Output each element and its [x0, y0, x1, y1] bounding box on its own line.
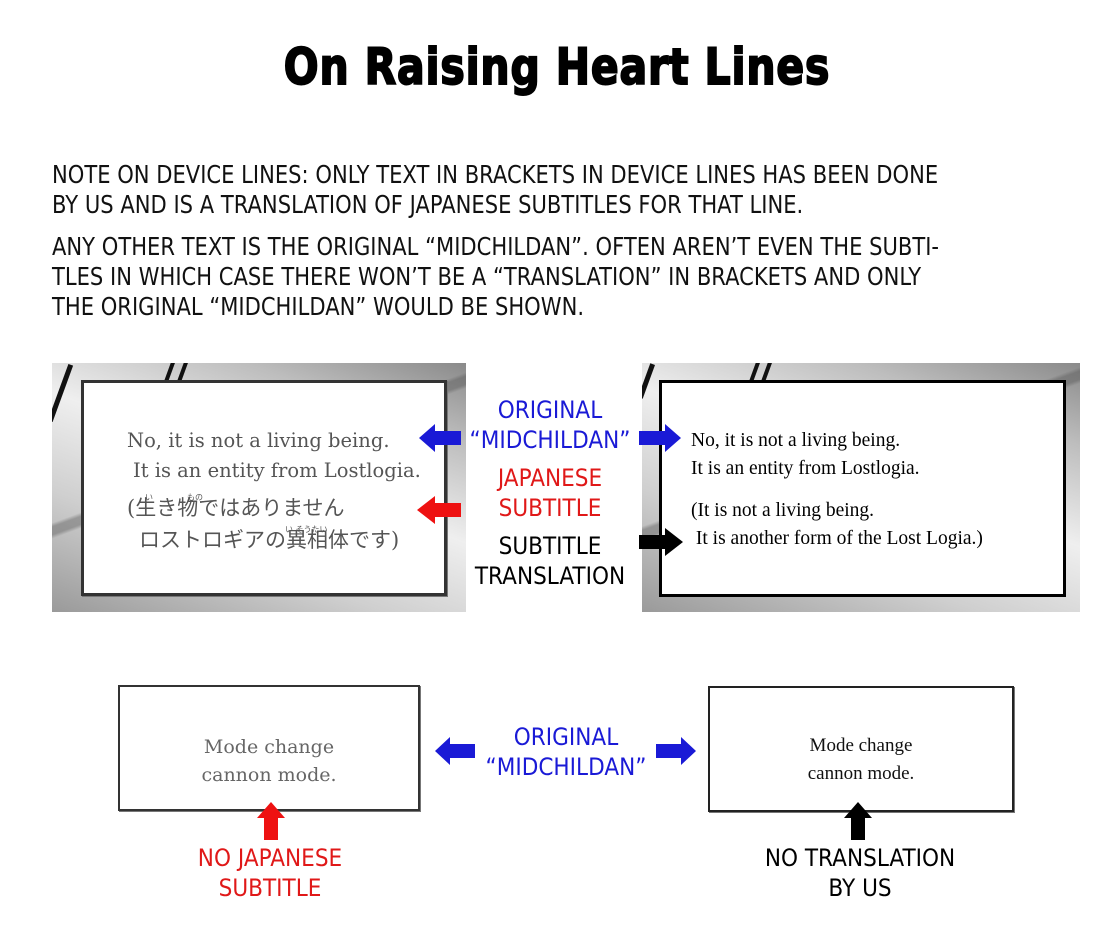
label-subtitle-translation: Subtitle translation [469, 531, 631, 591]
label-line: No Japanese [197, 844, 343, 872]
note-paragraph-1: Note on device lines: only text in brack… [52, 160, 938, 220]
label-line: “Midchildan” [469, 426, 631, 454]
japanese-line: (生き物ではありません [127, 496, 345, 520]
english-line: Mode change [809, 735, 913, 756]
note-line: Note on device lines: only text in brack… [52, 160, 939, 189]
label-no-japanese-subtitle: No Japanese subtitle [176, 843, 365, 903]
subtitle-box: Mode change cannon mode. [118, 685, 420, 811]
translation-line: (It is not a living being. [691, 500, 875, 521]
label-line: Original [497, 396, 603, 424]
label-line: Japanese [497, 464, 603, 492]
english-line: cannon mode. [807, 763, 915, 784]
furigana: い [145, 493, 153, 502]
note-line: the original “Midchildan” would be shown… [52, 292, 585, 321]
arrow-right-black-icon [639, 528, 683, 556]
example1-original-panel: No, it is not a living being. It is an e… [52, 363, 466, 612]
label-line: No translation [764, 844, 956, 872]
english-line: It is an entity from Lostlogia. [691, 458, 920, 479]
page-title: On Raising Heart Lines [283, 37, 831, 97]
furigana: もの [187, 493, 203, 502]
label-line: subtitle [218, 874, 322, 902]
label-line: subtitle [498, 494, 602, 522]
label-original-midchildan: Original “Midchildan” [469, 395, 631, 455]
arrow-up-black-icon [844, 802, 872, 840]
example2-original-panel: Mode change cannon mode. [114, 683, 426, 818]
english-line: cannon mode. [201, 764, 337, 786]
english-line: No, it is not a living being. [691, 430, 901, 451]
arrow-left-blue-icon [435, 737, 475, 765]
label-line: “Midchildan” [485, 753, 647, 781]
subtitle-box: No, it is not a living being. It is an e… [81, 380, 447, 596]
label-original-midchildan: Original “Midchildan” [485, 722, 647, 782]
english-line: No, it is not a living being. [127, 429, 390, 452]
furigana: い そうたい [285, 525, 328, 534]
arrow-up-red-icon [257, 802, 285, 840]
note-paragraph-2: Any other text is the original “Midchild… [52, 232, 939, 322]
arrow-left-blue-icon [419, 424, 461, 452]
subtitle-box: Mode change cannon mode. [708, 686, 1014, 812]
label-no-translation: No translation by us [748, 843, 973, 903]
arrow-left-red-icon [417, 496, 461, 524]
example2-translated-panel: Mode change cannon mode. [704, 683, 1024, 818]
note-line: tles in which case there won’t be a “tra… [52, 262, 922, 291]
label-line: Subtitle [498, 532, 602, 560]
translation-line: It is another form of the Lost Logia.) [691, 528, 983, 549]
english-line: Mode change [203, 736, 335, 758]
arrow-right-blue-icon [656, 737, 696, 765]
label-line: by us [828, 874, 892, 902]
label-line: Original [513, 723, 619, 751]
english-line: It is an entity from Lostlogia. [133, 459, 421, 482]
note-line: Any other text is the original “Midchild… [52, 232, 940, 261]
arrow-right-blue-icon [639, 424, 681, 452]
subtitle-box: No, it is not a living being. It is an e… [659, 380, 1066, 597]
note-line: by us and is a translation of japanese s… [52, 190, 804, 219]
japanese-line: ロストロギアの異相体です) [139, 528, 400, 552]
example1-translated-panel: No, it is not a living being. It is an e… [642, 363, 1080, 612]
label-line: translation [474, 562, 626, 590]
label-japanese-subtitle: Japanese subtitle [469, 463, 631, 523]
